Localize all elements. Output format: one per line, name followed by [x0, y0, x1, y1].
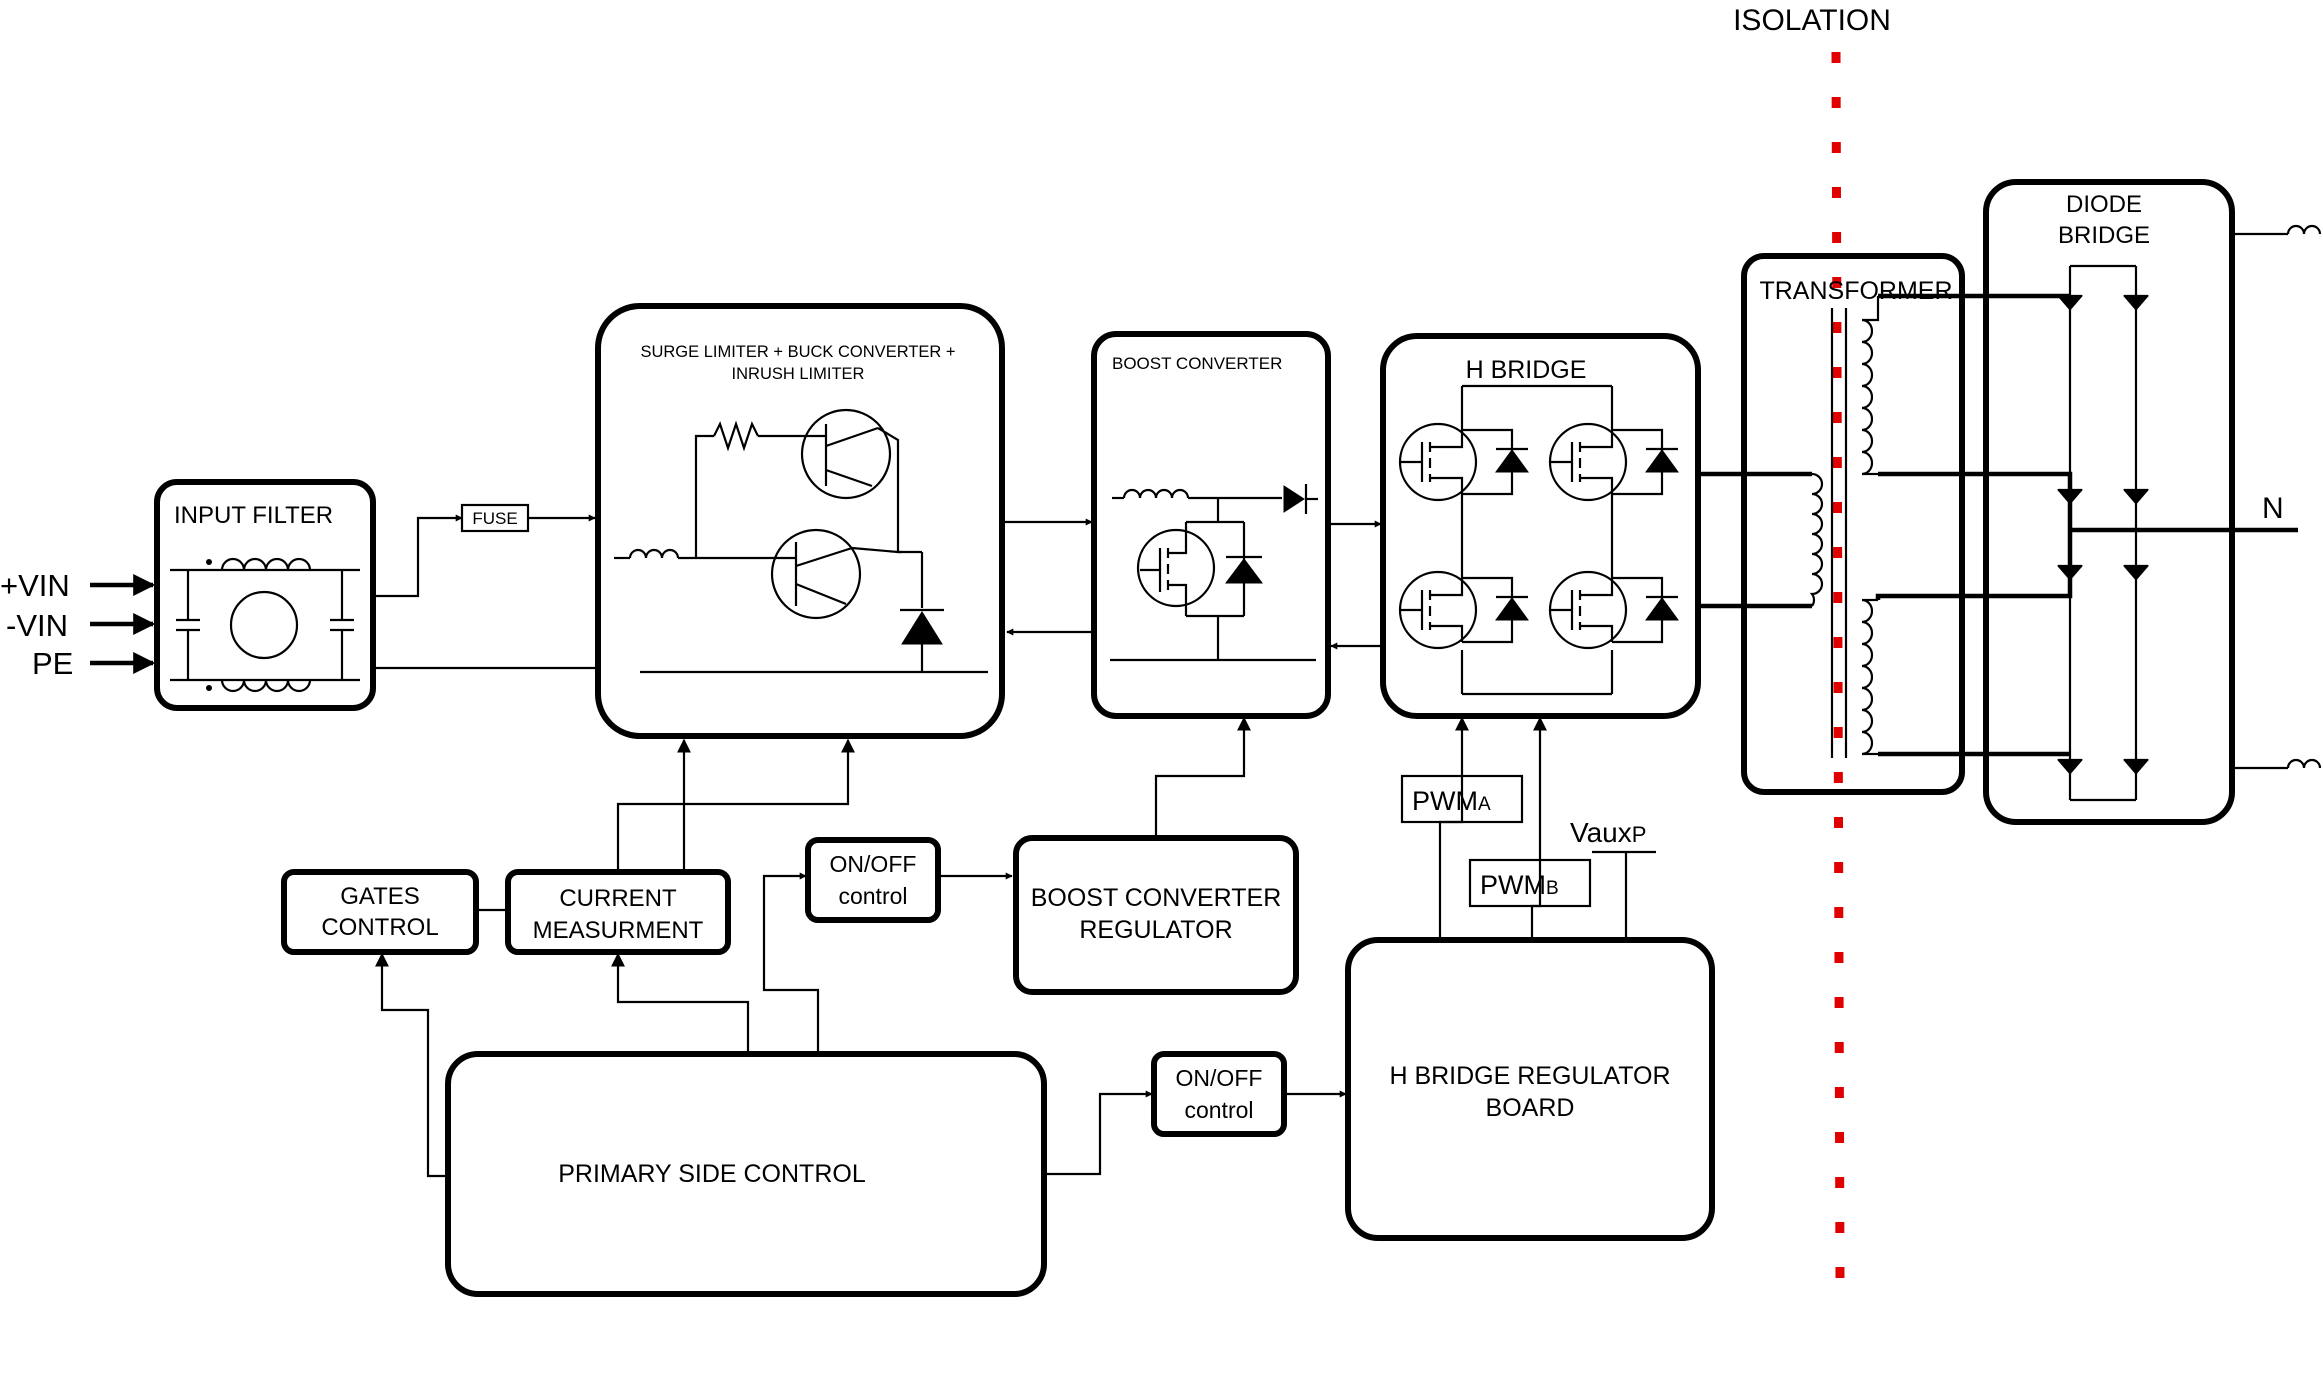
h-bridge-block[interactable]: H BRIDGE: [1380, 333, 1701, 719]
boost-circuit-symbol: [1110, 484, 1318, 662]
diode-bridge-circuit-symbol: [2056, 264, 2298, 802]
current-measurement-line1: CURRENT: [559, 885, 677, 912]
current-measurement-line2: MEASURMENT: [533, 917, 704, 944]
h-bridge-circuit-symbol: [1460, 384, 1614, 696]
onoff-top-line2: control: [838, 883, 907, 909]
pe-label: PE: [32, 646, 73, 681]
surge-limiter-block[interactable]: SURGE LIMITER + BUCK CONVERTER + INRUSH …: [595, 303, 1005, 739]
boost-regulator-block[interactable]: BOOST CONVERTER REGULATOR: [1013, 835, 1299, 995]
input-filter-block[interactable]: INPUT FILTER: [154, 479, 376, 711]
output-terminals: N: [2232, 224, 2322, 770]
h-bridge-regulator-block[interactable]: H BRIDGE REGULATOR BOARD: [1345, 937, 1715, 1241]
h-bridge-title: H BRIDGE: [1466, 356, 1587, 384]
onoff-bottom-line1: ON/OFF: [1176, 1065, 1263, 1091]
onoff-control-bottom[interactable]: ON/OFF control: [1151, 1051, 1287, 1137]
onoff-bottom-line2: control: [1184, 1097, 1253, 1123]
svg-text:PWMA: PWMA: [1412, 786, 1491, 816]
flyback-diode-3: [1495, 597, 1529, 621]
pwm-a-main: PWM: [1412, 786, 1478, 816]
vaux-sub: P: [1632, 822, 1647, 847]
fuse: FUSE: [460, 503, 530, 533]
flyback-diode-4: [1645, 597, 1679, 621]
diode-bridge-title-line1: DIODE: [2066, 191, 2142, 218]
input-filter-title: INPUT FILTER: [174, 502, 333, 529]
vin-pos-label: +VIN: [0, 568, 70, 603]
boost-converter-block[interactable]: BOOST CONVERTER: [1091, 331, 1331, 719]
current-measurement-block[interactable]: CURRENT MEASURMENT: [505, 869, 731, 955]
fuse-label: FUSE: [472, 509, 517, 528]
boost-regulator-line2: REGULATOR: [1079, 916, 1232, 944]
h-bridge-regulator-line2: BOARD: [1486, 1094, 1575, 1122]
pwm-b-label-box: PWMB: [1468, 858, 1592, 908]
flyback-diode-1: [1495, 449, 1529, 473]
svg-text:PWMB: PWMB: [1480, 870, 1559, 900]
primary-side-control-label: PRIMARY SIDE CONTROL: [558, 1160, 866, 1188]
h-bridge-regulator-line1: H BRIDGE REGULATOR: [1389, 1062, 1670, 1090]
boost-regulator-line1: BOOST CONVERTER: [1031, 884, 1282, 912]
onoff-top-line1: ON/OFF: [830, 851, 917, 877]
pwm-a-sub: A: [1478, 794, 1491, 815]
vaux-main: Vaux: [1570, 817, 1632, 848]
isolation-line: [1831, 51, 1845, 1281]
vin-neg-label: -VIN: [6, 608, 68, 643]
surge-circuit-symbol: [614, 408, 988, 674]
gates-control-block[interactable]: GATES CONTROL: [281, 869, 479, 955]
boost-title: BOOST CONVERTER: [1112, 354, 1282, 373]
primary-side-control-block[interactable]: PRIMARY SIDE CONTROL: [445, 1051, 1047, 1297]
isolation-label: ISOLATION: [1733, 4, 1891, 37]
gates-control-line1: GATES: [340, 883, 420, 910]
diode-bridge-block[interactable]: DIODE BRIDGE: [1983, 179, 2298, 825]
gates-control-line2: CONTROL: [321, 914, 438, 941]
surge-title-line1: SURGE LIMITER + BUCK CONVERTER +: [640, 343, 955, 361]
flyback-diode-2: [1645, 449, 1679, 473]
pwm-a-label-box: PWMA: [1400, 774, 1524, 824]
svg-text:VauxP: VauxP: [1570, 817, 1646, 848]
transformer-block[interactable]: TRANSFORMER: [1741, 253, 1965, 795]
input-terminals: +VIN -VIN PE: [0, 568, 156, 681]
transformer-title: TRANSFORMER: [1759, 277, 1952, 305]
pwm-b-sub: B: [1546, 878, 1559, 899]
onoff-control-top[interactable]: ON/OFF control: [805, 837, 941, 923]
diode-bridge-title-line2: BRIDGE: [2058, 222, 2150, 249]
pwm-b-main: PWM: [1480, 870, 1546, 900]
transformer-core-symbol: [1830, 296, 1880, 758]
h-bridge-mosfets: [1398, 422, 1679, 650]
output-n-label: N: [2262, 492, 2284, 525]
filter-choke-symbol: [170, 557, 360, 693]
surge-title-line2: INRUSH LIMITER: [732, 365, 865, 383]
